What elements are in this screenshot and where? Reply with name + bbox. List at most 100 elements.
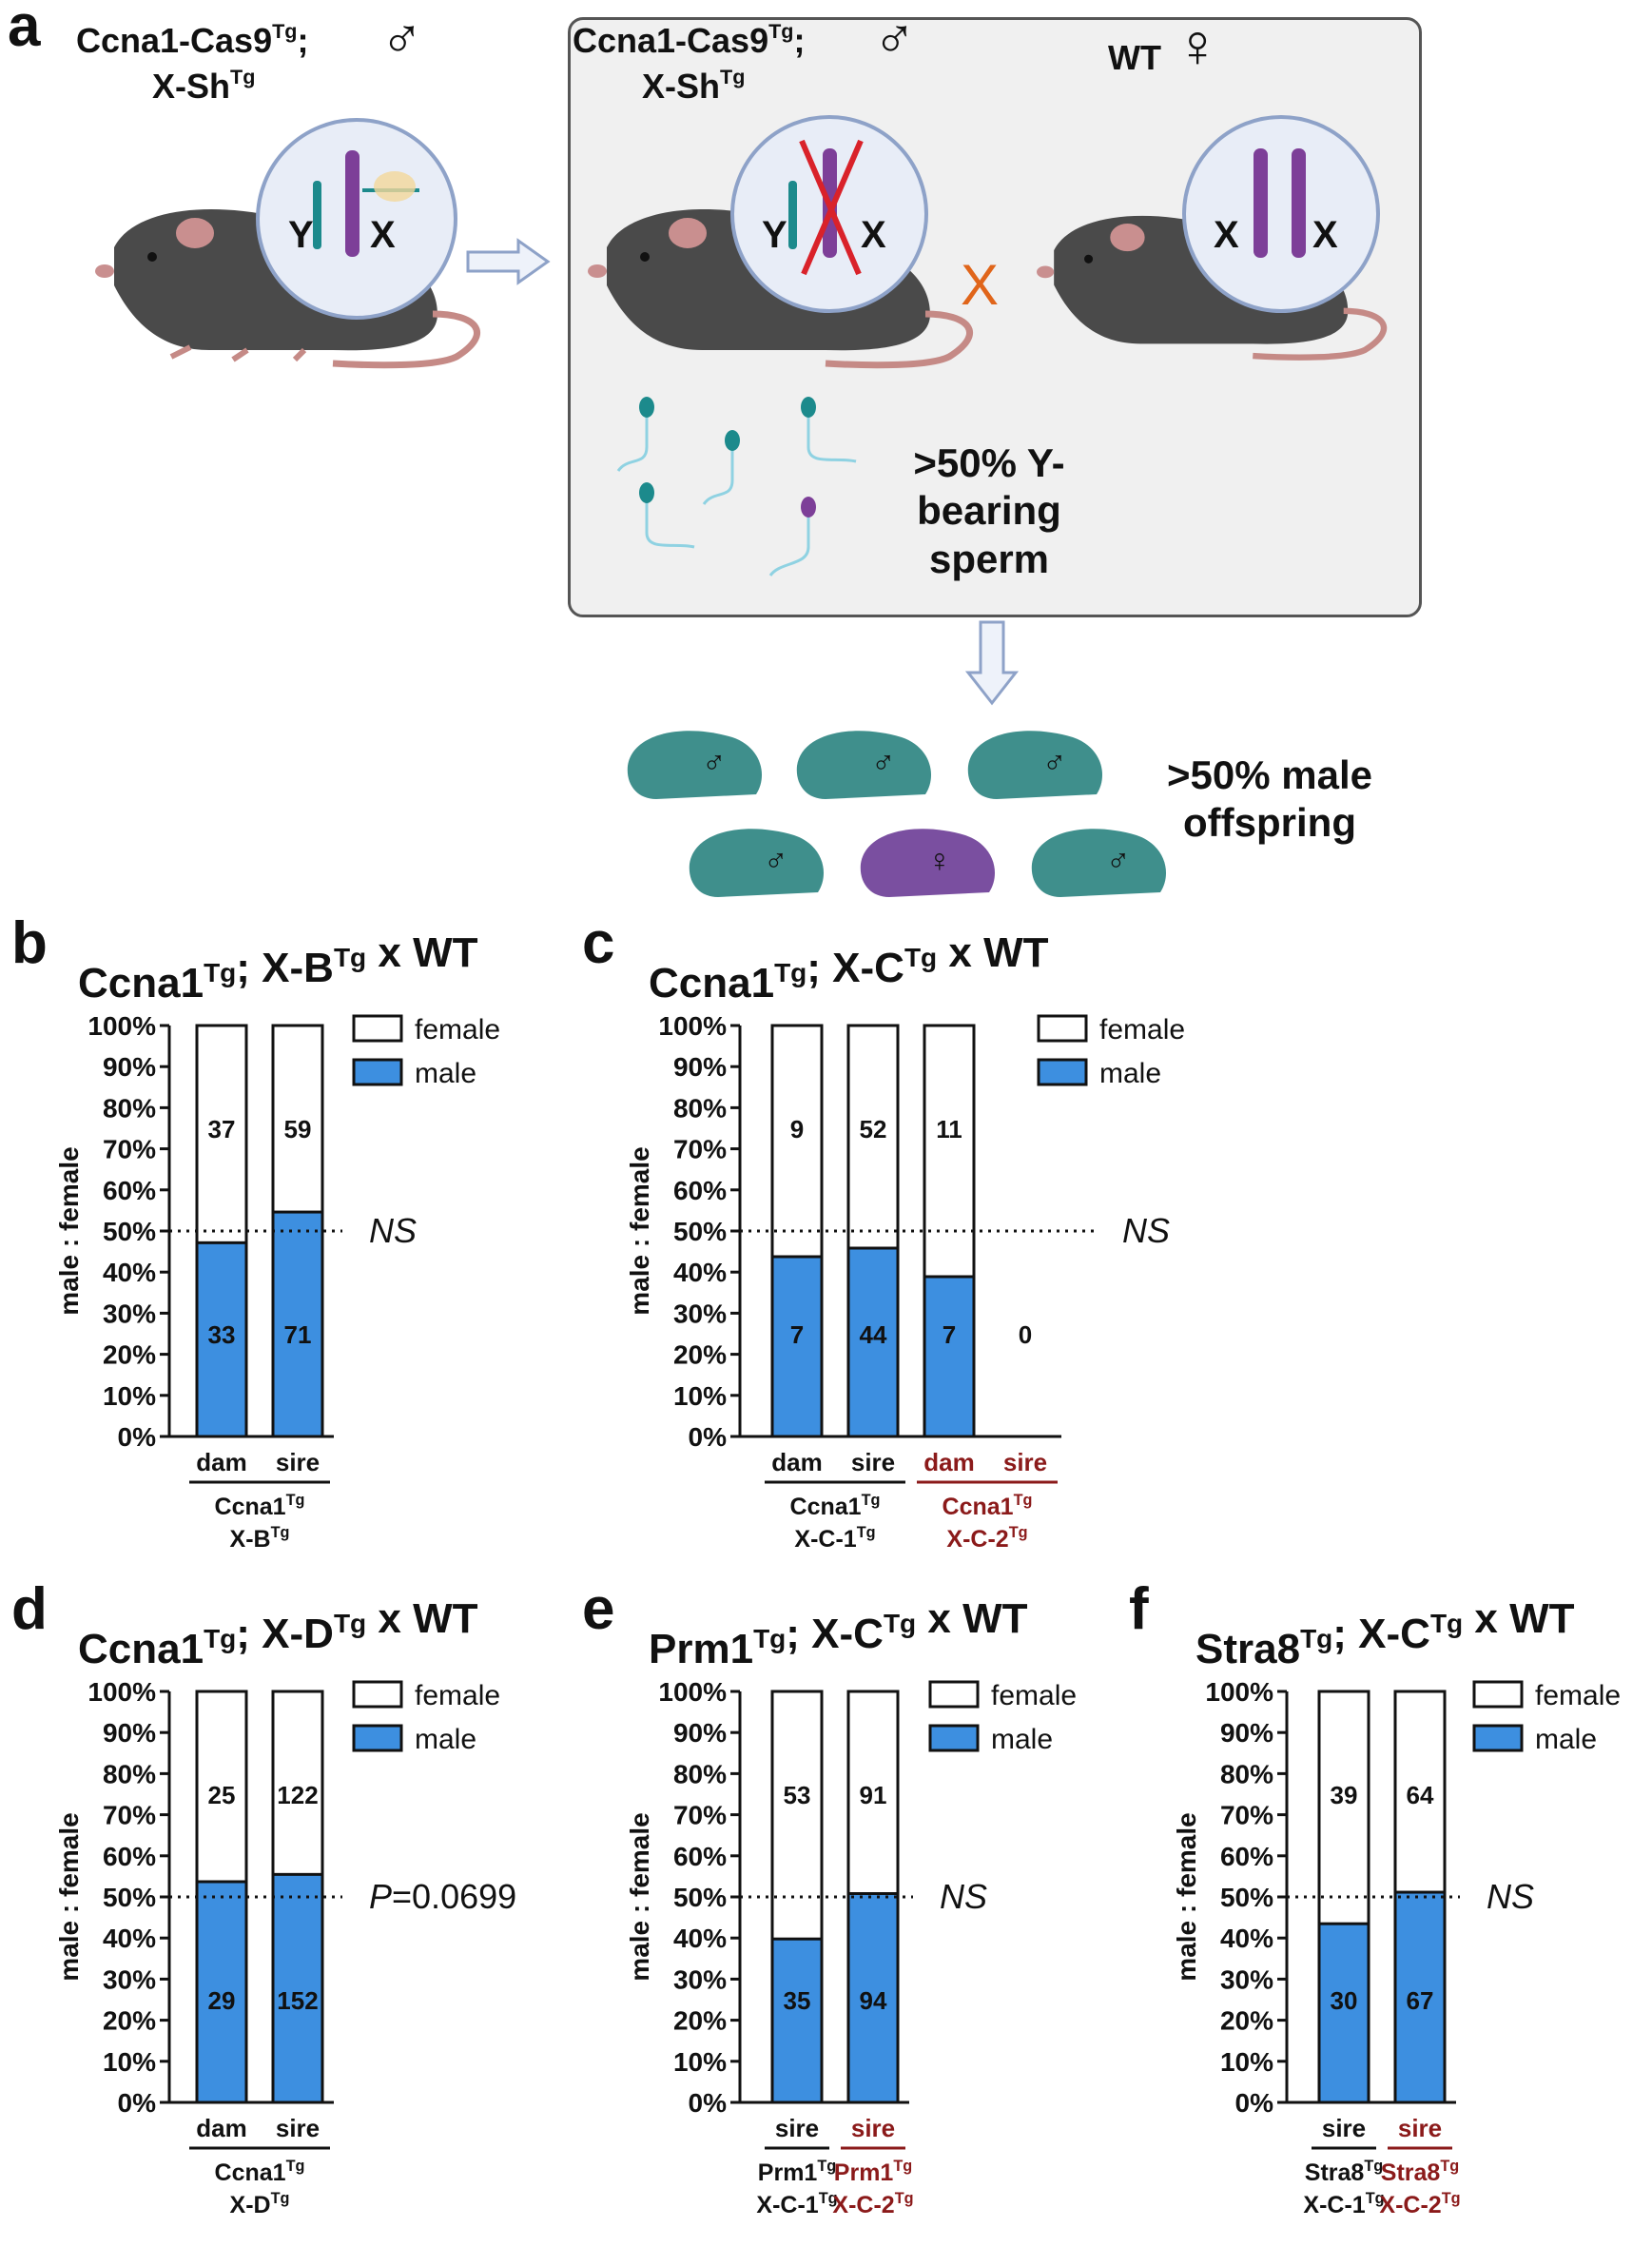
- y-tick-label: 70%: [673, 1135, 727, 1164]
- x-category-label: dam: [196, 1448, 246, 1476]
- cross-male-chromosome-circle: Y X: [730, 115, 928, 313]
- y-axis-label: male : female: [1172, 1812, 1201, 1981]
- y-tick-label: 100%: [1205, 1677, 1273, 1707]
- panel-letter-c: c: [582, 910, 614, 976]
- x-category-label: sire: [775, 2114, 819, 2142]
- y-tick-label: 80%: [673, 1759, 727, 1788]
- data-label-female: 39: [1331, 1781, 1358, 1809]
- pup-sex-label: ♂: [1042, 745, 1067, 781]
- arrow-right-icon: [466, 238, 551, 285]
- legend-female-label: female: [991, 1680, 1077, 1711]
- pup-icon: ♂: [967, 731, 1103, 799]
- significance-annotation: NS: [1487, 1877, 1534, 1916]
- y-tick-label: 70%: [673, 1801, 727, 1830]
- y-tick-label: 40%: [103, 1924, 156, 1953]
- donor-genotype-line2: X-ShTg: [152, 64, 256, 106]
- pup-sex-label: ♂: [1106, 843, 1131, 879]
- y-axis-label: male : female: [54, 1812, 84, 1981]
- data-label-male: 29: [208, 1986, 236, 2015]
- y-tick-label: 80%: [673, 1093, 727, 1123]
- data-label-male: 7: [790, 1320, 804, 1349]
- panel-letter-f: f: [1129, 1576, 1149, 1642]
- data-label-male: 7: [943, 1320, 956, 1349]
- y-tick-label: 30%: [673, 1299, 727, 1328]
- data-label-female: 25: [208, 1781, 236, 1809]
- offspring-note: >50% male offspring: [1167, 752, 1372, 846]
- wt-female-chromosome-circle: X X: [1182, 115, 1380, 313]
- x-category-label: sire: [276, 2114, 320, 2142]
- legend-female-swatch: [1037, 1014, 1088, 1043]
- legend-male-swatch: [1037, 1058, 1088, 1086]
- cross-male-symbol: ♂: [873, 7, 916, 70]
- group-label-line2: X-C-2Tg: [832, 2190, 913, 2218]
- y-tick-label: 60%: [1220, 1842, 1273, 1871]
- significance-annotation: NS: [1122, 1211, 1170, 1250]
- y-tick-label: 50%: [103, 1883, 156, 1912]
- bar-male: [770, 1937, 824, 2104]
- wt-female-label: WT: [1108, 38, 1161, 77]
- legend-male-label: male: [415, 1058, 476, 1089]
- data-label-female: 91: [860, 1781, 887, 1809]
- y-tick-label: 0%: [689, 1422, 728, 1452]
- donor-male-symbol: ♂: [380, 7, 423, 70]
- pup-icon: ♂: [1031, 829, 1167, 897]
- female-symbol: ♀: [1175, 11, 1220, 80]
- y-tick-label: 30%: [1220, 1964, 1273, 1994]
- data-label-female: 37: [208, 1115, 236, 1143]
- group-label-line2: X-C-1Tg: [1303, 2190, 1384, 2218]
- chart-title: Ccna1Tg; X-BTg x WT: [78, 929, 478, 1006]
- x-category-label: sire: [1322, 2114, 1366, 2142]
- group-label-line1: Prm1Tg: [758, 2158, 836, 2186]
- x-category-label: dam: [771, 1448, 822, 1476]
- y-tick-label: 10%: [673, 1381, 727, 1411]
- x-category-label: sire: [851, 1448, 895, 1476]
- cross-male-x-label: X: [861, 214, 886, 256]
- legend-male-swatch: [352, 1058, 403, 1086]
- y-tick-label: 30%: [103, 1964, 156, 1994]
- legend-female-label: female: [415, 1014, 500, 1045]
- y-tick-label: 10%: [103, 2047, 156, 2077]
- panel-letter-d: d: [11, 1576, 48, 1642]
- chart-title: Ccna1Tg; X-CTg x WT: [649, 929, 1049, 1006]
- y-tick-label: 70%: [103, 1801, 156, 1830]
- legend-male-label: male: [991, 1724, 1053, 1755]
- bar-male: [195, 1241, 248, 1438]
- data-label-female: 52: [860, 1115, 887, 1143]
- bar-male: [923, 1275, 976, 1438]
- y-tick-label: 10%: [103, 1381, 156, 1411]
- panel-letter-e: e: [582, 1576, 614, 1642]
- data-label-female: 59: [284, 1115, 312, 1143]
- y-tick-label: 10%: [673, 2047, 727, 2077]
- y-tick-label: 40%: [103, 1258, 156, 1287]
- group-label-line1: Ccna1Tg: [215, 1492, 305, 1520]
- y-tick-label: 0%: [1235, 2088, 1274, 2118]
- wt-x-label-2: X: [1312, 214, 1338, 256]
- cross-male-y-label: Y: [762, 214, 787, 256]
- y-tick-label: 60%: [673, 1842, 727, 1871]
- x-category-label: dam: [196, 2114, 246, 2142]
- pup-sex-label: ♀: [927, 843, 952, 879]
- chart-title: Prm1Tg; X-CTg x WT: [649, 1595, 1028, 1672]
- y-tick-label: 30%: [103, 1299, 156, 1328]
- y-tick-label: 20%: [673, 1340, 727, 1370]
- cross-male-genotype-line2: X-ShTg: [642, 64, 746, 106]
- y-tick-label: 50%: [673, 1883, 727, 1912]
- data-label-male: 33: [208, 1320, 236, 1349]
- pup-sex-label: ♂: [871, 745, 896, 781]
- y-tick-label: 40%: [673, 1258, 727, 1287]
- group-label-line2: X-BTg: [230, 1524, 290, 1553]
- chart-title: Ccna1Tg; X-DTg x WT: [78, 1595, 478, 1672]
- y-tick-label: 20%: [103, 1340, 156, 1370]
- y-tick-label: 100%: [87, 1677, 156, 1707]
- x-category-label: sire: [1003, 1448, 1047, 1476]
- y-tick-label: 60%: [103, 1842, 156, 1871]
- x-category-label: sire: [851, 2114, 895, 2142]
- donor-y-chrom-label: Y: [288, 214, 314, 256]
- panel-letter-b: b: [11, 910, 48, 976]
- group-label-line2: X-C-1Tg: [794, 1524, 875, 1553]
- panel-letter-a: a: [8, 0, 41, 59]
- x-category-label: dam: [923, 1448, 974, 1476]
